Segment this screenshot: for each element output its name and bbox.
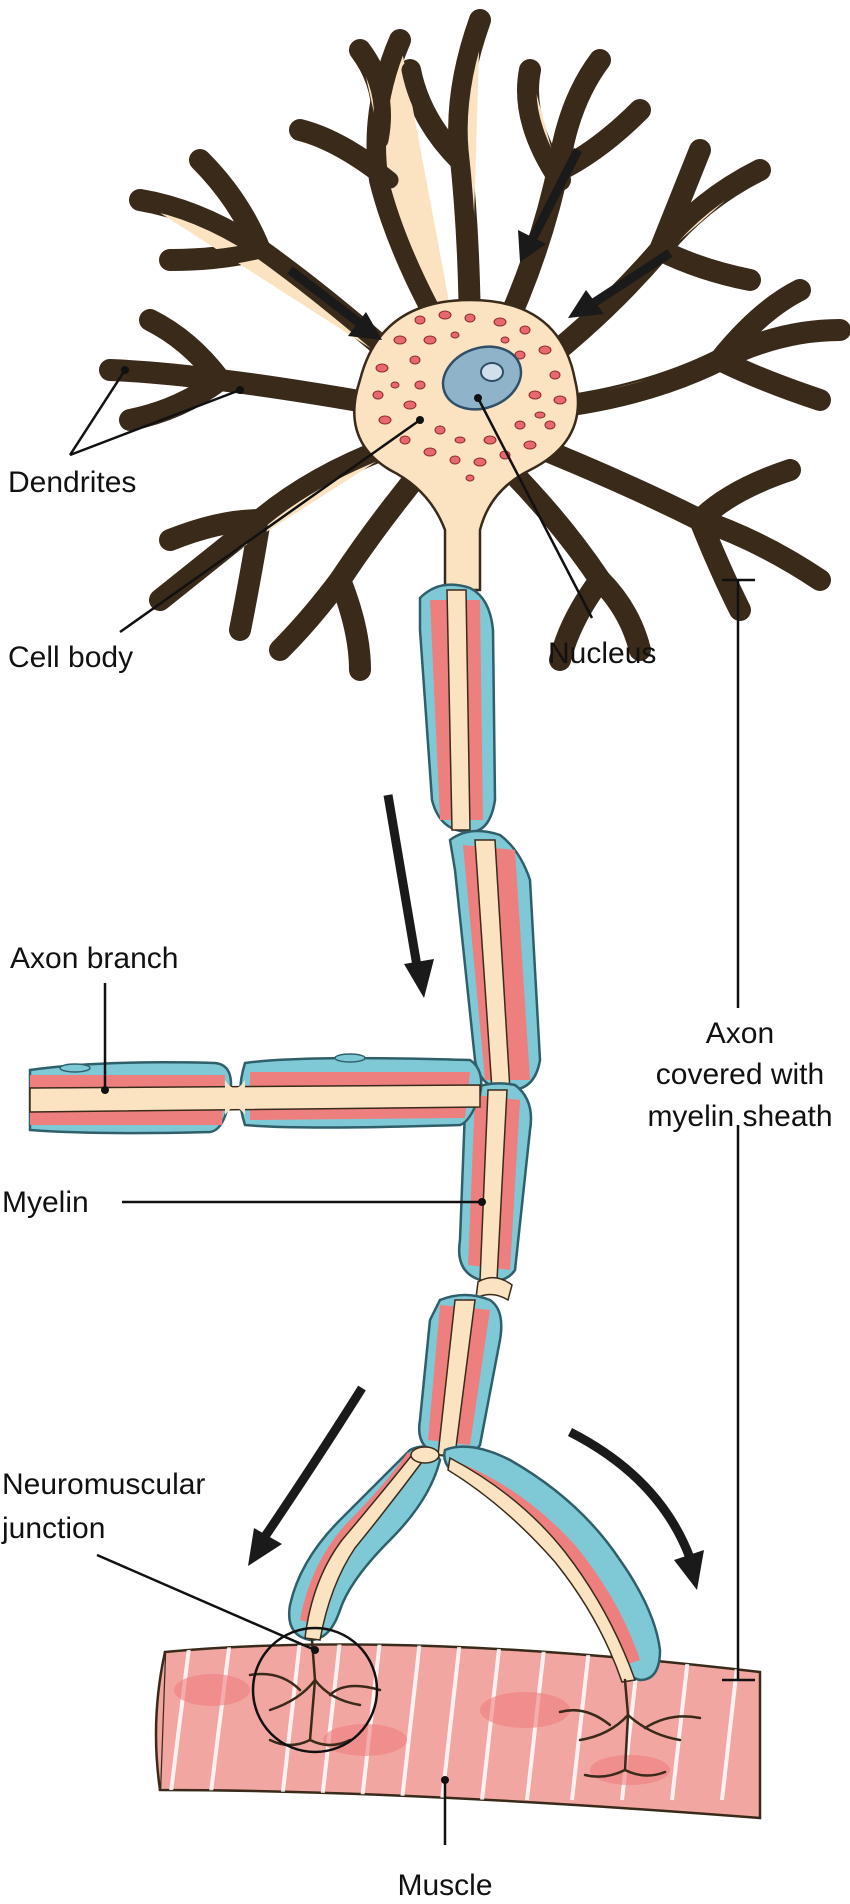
label-axon-line2: covered with <box>656 1058 824 1091</box>
label-dendrites: Dendrites <box>8 466 136 499</box>
label-myelin: Myelin <box>2 1186 89 1219</box>
flow-arrows <box>248 147 704 1590</box>
myelin-segment <box>418 583 497 834</box>
label-neuromuscular-line1: Neuromuscular <box>2 1468 205 1501</box>
label-nucleus: Nucleus <box>548 637 656 670</box>
cell-body <box>353 298 580 592</box>
label-cell-body: Cell body <box>8 641 133 674</box>
myelin-segment <box>448 829 542 1092</box>
nerve-terminal <box>248 1638 702 1778</box>
labels: Dendrites Cell body Nucleus Axon branch … <box>1 466 833 1902</box>
label-axon-branch: Axon branch <box>10 942 178 975</box>
myelin-segment <box>443 1445 662 1683</box>
label-muscle: Muscle <box>397 1869 492 1902</box>
muscle-fiber <box>154 1643 762 1820</box>
label-axon-line1: Axon <box>706 1017 774 1050</box>
label-neuromuscular-line2: junction <box>1 1512 105 1545</box>
myelin-segment <box>417 1293 503 1458</box>
myelin-segment <box>287 1445 442 1642</box>
axon <box>287 583 662 1683</box>
leader-lines <box>68 366 594 1845</box>
axon-branch <box>28 1053 483 1135</box>
axon-length-bracket <box>722 578 755 1682</box>
dendrite-fill <box>101 11 849 679</box>
nucleus <box>441 345 523 411</box>
label-axon-line3: myelin sheath <box>647 1100 832 1133</box>
junction-highlight-circle <box>251 1626 379 1754</box>
cell-granules <box>372 310 567 482</box>
myelin-segment <box>457 1082 533 1283</box>
